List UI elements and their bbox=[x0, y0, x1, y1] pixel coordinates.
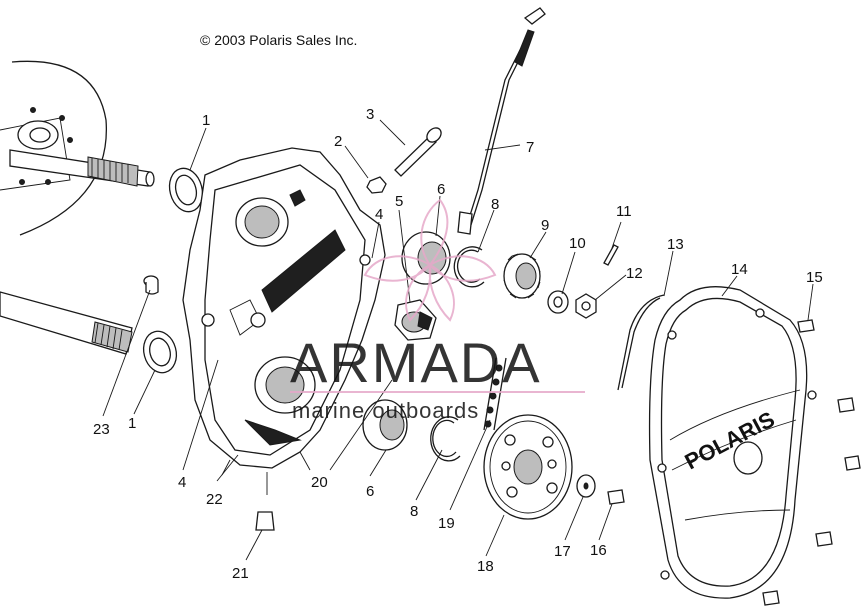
part-18-sprocket bbox=[483, 414, 573, 520]
part-13-gasket bbox=[617, 294, 665, 391]
lower-shaft bbox=[0, 291, 133, 355]
callout-labels: 1 2 3 4 5 6 7 8 9 10 11 12 13 14 15 23 1… bbox=[93, 106, 823, 582]
part-8-circlip-lower bbox=[430, 416, 461, 462]
part-15-bolts bbox=[762, 319, 861, 606]
part-3-bolt bbox=[394, 127, 442, 177]
callout-15: 15 bbox=[806, 269, 823, 286]
callout-12: 12 bbox=[626, 265, 643, 282]
callout-20: 20 bbox=[311, 474, 328, 491]
callout-10: 10 bbox=[569, 235, 586, 252]
part-8-circlip-upper bbox=[453, 246, 485, 288]
callout-17: 17 bbox=[554, 543, 571, 560]
callout-14: 14 bbox=[731, 261, 748, 278]
callout-21: 21 bbox=[232, 565, 249, 582]
callout-9: 9 bbox=[541, 217, 549, 234]
callout-22: 22 bbox=[206, 491, 223, 508]
callout-6-lower: 6 bbox=[366, 483, 374, 500]
part-23-pin bbox=[143, 275, 159, 295]
part-7-cable bbox=[457, 7, 546, 235]
part-21-plug bbox=[255, 511, 275, 531]
watermark-lotus-icon bbox=[363, 198, 497, 322]
armada-watermark: ARMADA marine outboards bbox=[290, 198, 585, 423]
part-9-sprocket bbox=[503, 253, 541, 299]
watermark-brand: ARMADA bbox=[290, 331, 542, 394]
callout-11: 11 bbox=[616, 203, 632, 220]
callout-18: 18 bbox=[477, 558, 494, 575]
part-1-seal-lower bbox=[142, 330, 178, 374]
part-17-washer bbox=[576, 474, 596, 498]
callout-7: 7 bbox=[526, 139, 534, 156]
callout-6: 6 bbox=[437, 181, 445, 198]
part-14-cover: POLARIS bbox=[648, 286, 817, 599]
callout-4-lower: 4 bbox=[178, 474, 186, 491]
part-12-nut bbox=[575, 293, 597, 319]
callout-16: 16 bbox=[590, 542, 607, 559]
callout-1: 1 bbox=[202, 112, 210, 129]
callout-1-lower: 1 bbox=[128, 415, 136, 432]
part-1-seal-upper bbox=[168, 167, 204, 213]
drive-sheave bbox=[0, 60, 107, 236]
callout-3: 3 bbox=[366, 106, 374, 123]
part-10-washer bbox=[547, 290, 569, 314]
copyright-text: © 2003 Polaris Sales Inc. bbox=[200, 32, 357, 48]
callout-2: 2 bbox=[334, 133, 342, 150]
part-11-pin bbox=[603, 244, 619, 266]
callout-4: 4 bbox=[375, 206, 383, 223]
watermark-tagline: marine outboards bbox=[292, 398, 479, 423]
top-shaft bbox=[9, 149, 155, 187]
callout-8-lower: 8 bbox=[410, 503, 418, 520]
part-19-chain bbox=[483, 357, 507, 431]
part-2-nut bbox=[366, 176, 387, 194]
callout-23: 23 bbox=[93, 421, 110, 438]
callout-13: 13 bbox=[667, 236, 684, 253]
part-16-bolt bbox=[607, 489, 625, 505]
callout-5: 5 bbox=[395, 193, 403, 210]
callout-19: 19 bbox=[438, 515, 455, 532]
part-20-bearing-lower bbox=[362, 399, 408, 451]
callout-8: 8 bbox=[491, 196, 499, 213]
chaincase-housing bbox=[182, 147, 386, 476]
